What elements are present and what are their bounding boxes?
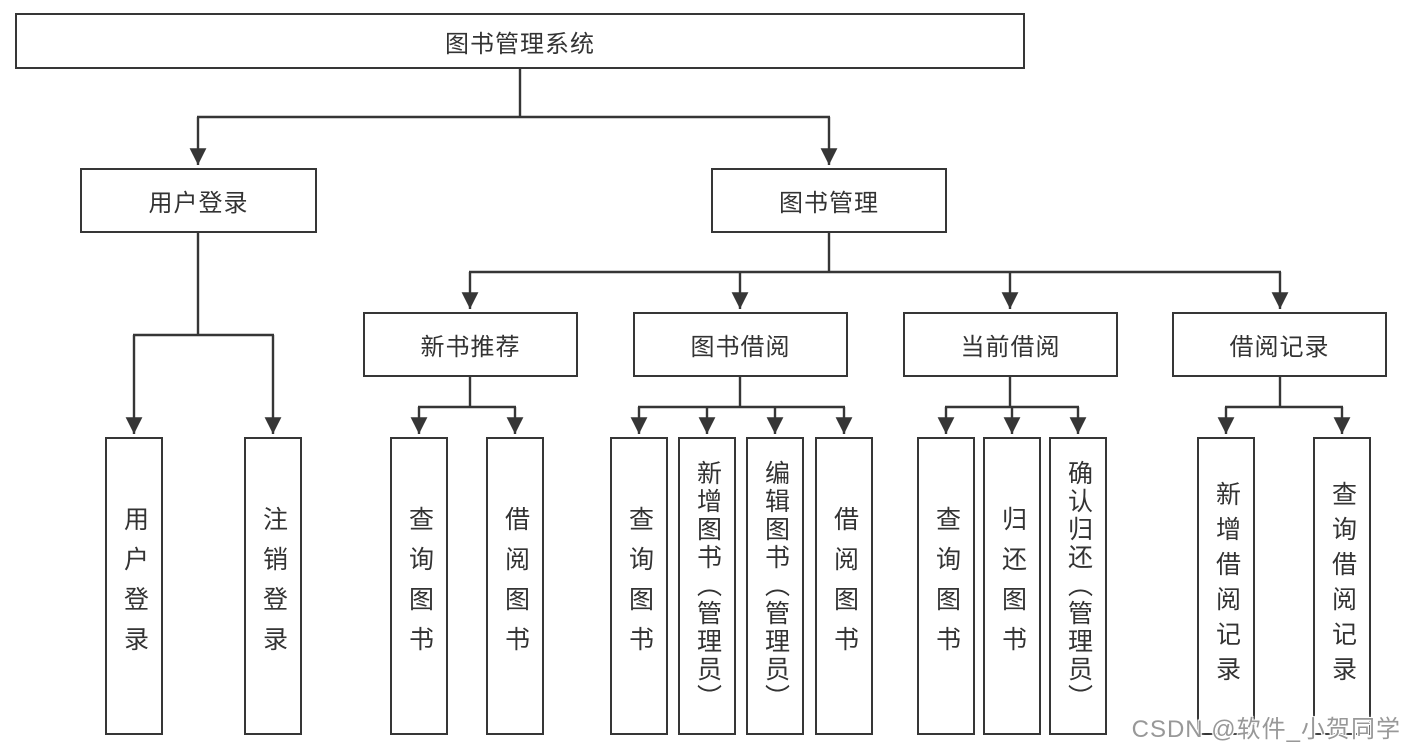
leaf-query-books-2-label: 查询图书 [625, 506, 654, 666]
leaf-borrow-books-1-label: 借阅图书 [501, 506, 530, 666]
leaf-query-borrow-record-label: 查询借阅记录 [1328, 481, 1357, 691]
leaf-logout: 注销登录 [244, 437, 302, 735]
node-borrow-records-label: 借阅记录 [1229, 334, 1330, 361]
csdn-watermark: CSDN @软件_小贺同学 [1131, 716, 1401, 743]
leaf-return-books-label: 归还图书 [998, 506, 1027, 666]
leaf-add-borrow-record: 新增借阅记录 [1197, 437, 1255, 735]
node-borrow-records: 借阅记录 [1172, 312, 1387, 377]
leaf-edit-books-admin-label: 编辑图书（管理员） [761, 460, 790, 712]
leaf-return-books: 归还图书 [983, 437, 1041, 735]
node-user-login: 用户登录 [80, 168, 317, 233]
node-book-borrow: 图书借阅 [633, 312, 848, 377]
leaf-logout-label: 注销登录 [259, 506, 288, 666]
leaf-query-books-3-label: 查询图书 [932, 506, 961, 666]
leaf-confirm-return-admin: 确认归还（管理员） [1049, 437, 1107, 735]
leaf-borrow-books-1: 借阅图书 [486, 437, 544, 735]
node-current-borrow-label: 当前借阅 [960, 334, 1061, 361]
leaf-add-borrow-record-label: 新增借阅记录 [1212, 481, 1241, 691]
node-book-borrow-label: 图书借阅 [690, 334, 791, 361]
node-library-system: 图书管理系统 [15, 13, 1025, 69]
leaf-user-login: 用户登录 [105, 437, 163, 735]
leaf-add-books-admin-label: 新增图书（管理员） [693, 460, 722, 712]
leaf-query-books-1: 查询图书 [390, 437, 448, 735]
leaf-query-books-2: 查询图书 [610, 437, 668, 735]
leaf-add-books-admin: 新增图书（管理员） [678, 437, 736, 735]
leaf-confirm-return-admin-label: 确认归还（管理员） [1064, 460, 1093, 712]
node-current-borrow: 当前借阅 [903, 312, 1118, 377]
leaf-borrow-books-2: 借阅图书 [815, 437, 873, 735]
node-library-system-label: 图书管理系统 [445, 30, 595, 58]
leaf-borrow-books-2-label: 借阅图书 [830, 506, 859, 666]
leaf-user-login-label: 用户登录 [120, 506, 149, 666]
leaf-query-borrow-record: 查询借阅记录 [1313, 437, 1371, 735]
leaf-edit-books-admin: 编辑图书（管理员） [746, 437, 804, 735]
node-new-book-recommend: 新书推荐 [363, 312, 578, 377]
leaf-query-books-3: 查询图书 [917, 437, 975, 735]
node-book-management: 图书管理 [711, 168, 947, 233]
node-new-book-recommend-label: 新书推荐 [420, 334, 521, 361]
node-user-login-label: 用户登录 [148, 190, 249, 217]
node-book-management-label: 图书管理 [779, 190, 879, 217]
leaf-query-books-1-label: 查询图书 [405, 506, 434, 666]
